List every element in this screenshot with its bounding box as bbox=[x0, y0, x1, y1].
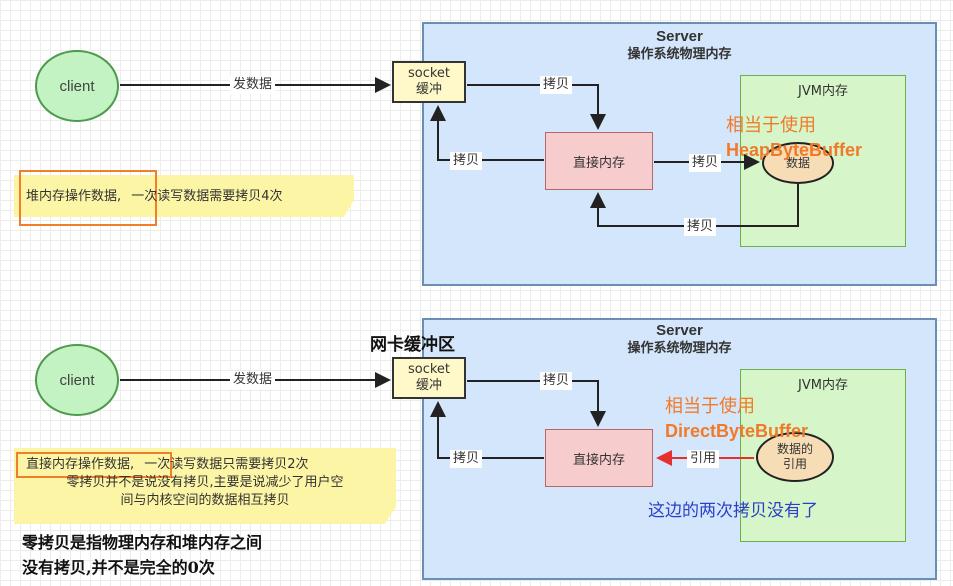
bottom-data-ref-ellipse: 数据的 引用 bbox=[756, 432, 834, 482]
bottom-blue-note: 这边的两次拷贝没有了 bbox=[648, 501, 818, 521]
bottom-direct-memory-label: 直接内存 bbox=[572, 452, 625, 468]
bottom-summary-line1: 零拷贝是指物理内存和堆内存之间 bbox=[22, 533, 263, 552]
bottom-send-label: 发数据 bbox=[230, 371, 276, 389]
top-data-label: 数据 bbox=[785, 155, 810, 170]
top-arrow-socket-direct bbox=[467, 84, 606, 130]
top-note bbox=[14, 175, 354, 217]
bottom-note-text: 直接内存操作数据, 一次读写数据只需要拷贝2次 零拷贝并不是说没有拷贝,主要是说… bbox=[20, 456, 390, 510]
top-jvm-title: JVM内存 bbox=[798, 84, 848, 99]
bottom-socket-buffer: socket 缓冲 bbox=[392, 357, 466, 399]
bottom-arrow-direct-socket bbox=[430, 401, 544, 459]
bottom-server-title-text: Server bbox=[656, 322, 703, 339]
top-client-node: client bbox=[35, 50, 119, 122]
bottom-note-line2: 零拷贝并不是说没有拷贝,主要是说减少了用户空 bbox=[66, 475, 344, 490]
bottom-reference-label: 引用 bbox=[687, 450, 720, 468]
top-copy-label-1: 拷贝 bbox=[540, 76, 573, 94]
top-direct-memory-label: 直接内存 bbox=[572, 155, 625, 171]
top-direct-memory: 直接内存 bbox=[545, 132, 653, 190]
bottom-annotation-line2: DirectByteBuffer bbox=[665, 421, 809, 441]
bottom-copy-label-1: 拷贝 bbox=[540, 372, 573, 390]
bottom-annotation: 相当于使用 DirectByteBuffer bbox=[665, 394, 865, 444]
bottom-note-rest: 一次读写数据只需要拷贝2次 bbox=[144, 457, 309, 472]
bottom-annotation-line1: 相当于使用 bbox=[665, 396, 755, 417]
top-client-label: client bbox=[59, 77, 95, 95]
top-server-title-text: Server bbox=[656, 28, 703, 45]
top-socket-line1: socket bbox=[407, 66, 451, 81]
top-server-subtitle: 操作系统物理内存 bbox=[627, 47, 732, 62]
bottom-server-subtitle: 操作系统物理内存 bbox=[627, 341, 732, 356]
bottom-summary: 零拷贝是指物理内存和堆内存之间 没有拷贝,并不是完全的0次 bbox=[22, 530, 262, 580]
bottom-note-line1: 直接内存操作数据, 一次读写数据只需要拷贝2次 bbox=[20, 456, 390, 474]
bottom-data-ref-line1: 数据的 bbox=[776, 442, 813, 456]
bottom-copy-label-2: 拷贝 bbox=[450, 450, 483, 468]
top-annotation-line1: 相当于使用 bbox=[726, 115, 816, 136]
bottom-jvm-title: JVM内存 bbox=[798, 378, 848, 393]
top-annotation-line2: HeapByteBuffer bbox=[726, 140, 863, 160]
bottom-note bbox=[14, 448, 396, 524]
top-socket-line2: 缓冲 bbox=[415, 82, 442, 97]
top-data-ellipse: 数据 bbox=[762, 142, 834, 184]
bottom-note-highlight: 直接内存操作数据, bbox=[26, 457, 135, 472]
bottom-client-label: client bbox=[59, 371, 95, 389]
bottom-server-title: Server 操作系统物理内存 bbox=[424, 322, 935, 358]
top-note-text: 堆内存操作数据, 一次读写数据需要拷贝4次 bbox=[26, 189, 283, 205]
top-copy-label-3: 拷贝 bbox=[689, 154, 722, 172]
top-note-highlight-box bbox=[19, 170, 157, 226]
top-copy-label-2: 拷贝 bbox=[450, 152, 483, 170]
bottom-client-node: client bbox=[35, 344, 119, 416]
top-note-rest: 一次读写数据需要拷贝4次 bbox=[131, 189, 283, 204]
bottom-note-highlight-box bbox=[16, 452, 172, 478]
bottom-direct-memory: 直接内存 bbox=[545, 429, 653, 487]
bottom-socket-line2: 缓冲 bbox=[415, 378, 442, 393]
top-socket-buffer: socket 缓冲 bbox=[392, 61, 466, 103]
top-send-label: 发数据 bbox=[230, 76, 276, 94]
bottom-summary-line2: 没有拷贝,并不是完全的0次 bbox=[22, 558, 215, 577]
top-annotation: 相当于使用 HeapByteBuffer bbox=[726, 114, 916, 162]
bottom-socket-line1: socket bbox=[407, 362, 451, 377]
bottom-note-line3: 间与内核空间的数据相互拷贝 bbox=[120, 493, 290, 508]
top-note-highlight: 堆内存操作数据, bbox=[26, 189, 122, 204]
bottom-data-ref-line2: 引用 bbox=[782, 457, 807, 471]
bottom-nic-buffer-label: 网卡缓冲区 bbox=[370, 335, 455, 355]
bottom-arrow-socket-direct bbox=[467, 380, 606, 427]
top-server-title: Server 操作系统物理内存 bbox=[424, 28, 935, 64]
top-arrow-direct-socket bbox=[430, 105, 544, 161]
top-copy-label-4: 拷贝 bbox=[684, 218, 717, 236]
